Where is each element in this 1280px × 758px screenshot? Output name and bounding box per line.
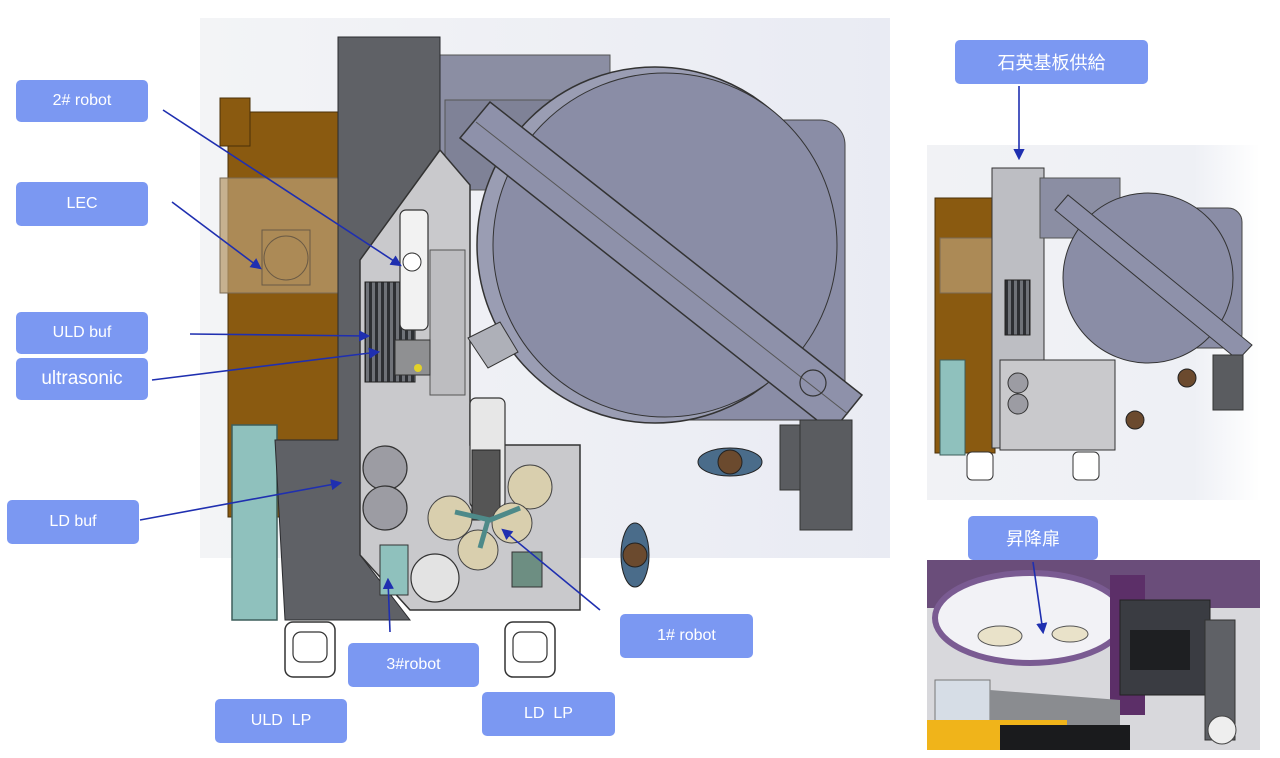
arrow-robot2 bbox=[162, 109, 402, 267]
small-load-port-2 bbox=[1072, 451, 1100, 481]
uld-load-port bbox=[284, 621, 336, 678]
label-ultrasonic: ultrasonic bbox=[16, 358, 148, 400]
quartz-supply-view bbox=[927, 145, 1260, 500]
stage-2-3d bbox=[1051, 625, 1089, 643]
small-teal-panel bbox=[939, 359, 966, 456]
side-block-2 bbox=[799, 419, 853, 531]
robot1-column bbox=[471, 449, 501, 521]
chamber-dome bbox=[932, 570, 1128, 666]
ld-load-port bbox=[504, 621, 556, 678]
robot2-track bbox=[429, 249, 466, 396]
robot2-joint bbox=[402, 252, 422, 272]
small-operator-2 bbox=[1125, 410, 1145, 430]
load-port-3d bbox=[1207, 715, 1237, 745]
small-side-block bbox=[1212, 354, 1244, 411]
label-uld-lp: ULD LP bbox=[215, 699, 347, 743]
small-uld-buffer bbox=[1004, 279, 1031, 336]
label-robot3: 3#robot bbox=[348, 643, 479, 687]
small-operator-1 bbox=[1177, 368, 1197, 388]
robot1-effector-2 bbox=[477, 519, 491, 549]
arrow-uld-buf bbox=[189, 330, 371, 342]
ultrasonic-marker bbox=[414, 364, 422, 372]
ultrasonic-unit bbox=[394, 339, 431, 376]
small-lec-unit bbox=[939, 237, 996, 294]
arrow-lec bbox=[171, 201, 262, 270]
ld-stage-4 bbox=[457, 529, 499, 571]
lec-cabinet-top bbox=[219, 97, 251, 147]
robot3-stage bbox=[410, 553, 460, 603]
lec-unit-inner bbox=[261, 229, 311, 286]
small-ld-buffer-1 bbox=[1007, 372, 1029, 394]
label-ld-lp: LD LP bbox=[482, 692, 615, 736]
label-quartz-supply: 石英基板供給 bbox=[955, 40, 1148, 84]
beam-centerline bbox=[475, 121, 849, 415]
black-rail bbox=[1000, 725, 1130, 750]
arrow-robot1 bbox=[501, 528, 601, 611]
label-lift-door: 昇降扉 bbox=[968, 516, 1098, 560]
arrow-ld-buf bbox=[139, 479, 343, 521]
ld-stage-1 bbox=[427, 495, 473, 541]
robot3-block bbox=[379, 544, 409, 596]
operator-figure-1 bbox=[697, 447, 763, 477]
beam-end-circle bbox=[799, 369, 827, 397]
main-top-view bbox=[200, 18, 890, 678]
green-module bbox=[511, 551, 543, 588]
label-lec: LEC bbox=[16, 182, 148, 226]
arrow-robot3 bbox=[382, 577, 394, 633]
lift-door-view bbox=[927, 560, 1260, 750]
annotation-arrows bbox=[139, 86, 1048, 635]
lec-unit-circle bbox=[263, 235, 309, 281]
robot1-effector bbox=[454, 505, 521, 523]
lec-unit bbox=[219, 177, 341, 294]
label-robot2: 2# robot bbox=[16, 80, 148, 122]
small-chamber-beam bbox=[1054, 194, 1253, 361]
ld-stage-2 bbox=[507, 464, 553, 510]
arrow-ultrasonic bbox=[151, 347, 381, 381]
ld-buffer-lower bbox=[362, 485, 408, 531]
teal-panel bbox=[231, 424, 278, 621]
chamber-port bbox=[467, 321, 519, 369]
label-robot1: 1# robot bbox=[620, 614, 753, 658]
small-ld-buffer-2 bbox=[1007, 393, 1029, 415]
ld-buffer-upper bbox=[362, 445, 408, 491]
stage-1-3d bbox=[977, 625, 1023, 647]
label-ld-buf: LD buf bbox=[7, 500, 139, 544]
dark-cabinet-screen bbox=[1130, 630, 1190, 670]
operator-figure-2 bbox=[620, 522, 650, 588]
label-uld-buf: ULD buf bbox=[16, 312, 148, 354]
small-load-port-1 bbox=[966, 451, 994, 481]
arrow-lift-door bbox=[1032, 561, 1048, 635]
